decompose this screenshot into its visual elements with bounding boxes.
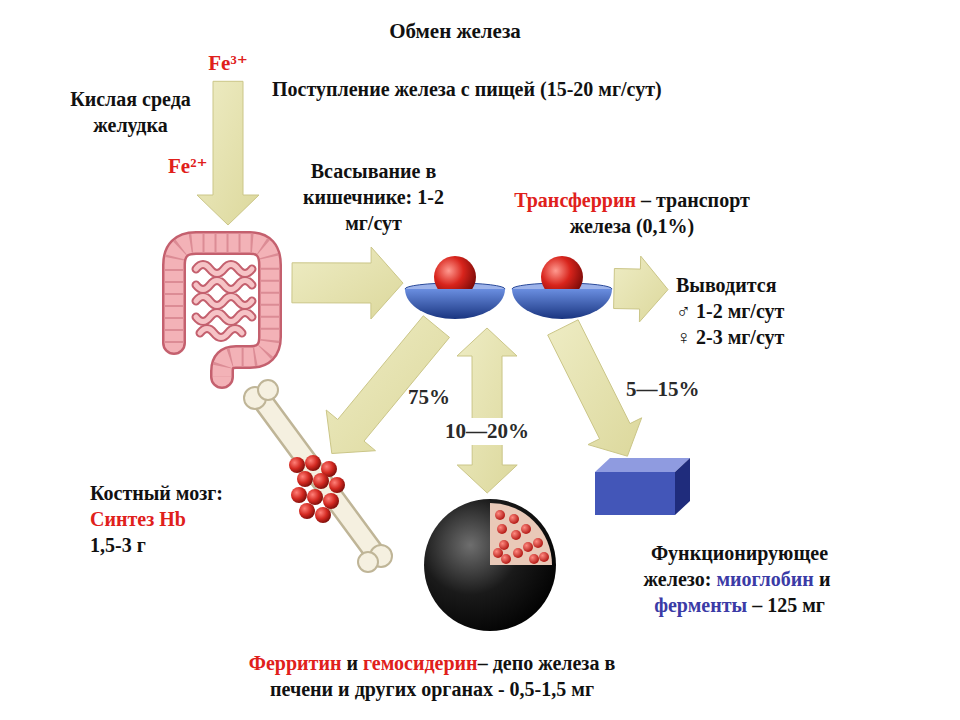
- bowl: [512, 289, 612, 319]
- ferritin-node: Ферритинигемосидерин– депо железа в пече…: [420, 495, 560, 635]
- functional-iron-node: Функционирующее железо:миоглобинифермент…: [595, 458, 690, 515]
- iron-dot: [493, 548, 503, 558]
- ferritin-shell: [424, 499, 556, 631]
- percent-label: 75%: [408, 384, 450, 411]
- bone-knob: [358, 552, 378, 572]
- ferritin-illustration: [420, 495, 560, 635]
- red-cell: [299, 503, 315, 519]
- conjunction: и: [819, 568, 831, 590]
- note-label: Поступление железа с пищей (15-20 мг/сут…: [272, 76, 662, 102]
- protein-name: гемосидерин: [363, 652, 478, 674]
- node-value: – 125 мг: [752, 594, 825, 616]
- protein-name: Ферритин: [249, 652, 342, 674]
- intestine-node: Fe²⁺: [150, 225, 290, 390]
- flow-arrow: [292, 247, 403, 319]
- box-top: [595, 458, 690, 472]
- iron-dot: [513, 548, 523, 558]
- intestine-illustration: [150, 225, 290, 390]
- red-cell: [289, 457, 305, 473]
- small-intestine: [196, 265, 252, 338]
- functional-iron-box: [595, 458, 690, 515]
- transferrin-illustration: [405, 255, 612, 322]
- iron-dot: [521, 524, 531, 534]
- iron-dot: [539, 552, 549, 562]
- colon-outline: [174, 243, 270, 377]
- red-cell: [307, 489, 323, 505]
- conjunction: и: [346, 652, 358, 674]
- red-cell: [323, 493, 339, 509]
- edge-label: Кислая среда желудка: [58, 86, 203, 138]
- red-cell: [315, 507, 331, 523]
- flow-arrow: [197, 81, 259, 225]
- protein-name: ферменты: [654, 594, 747, 616]
- red-cell: [305, 455, 321, 471]
- iron-dot: [499, 540, 509, 550]
- flow-arrow: [614, 256, 668, 322]
- ion-label: Fe³⁺: [207, 50, 249, 77]
- ion-label: Fe²⁺: [168, 153, 218, 180]
- red-cell: [297, 471, 313, 487]
- node-value: ♀ 2-3 мг/сут: [676, 324, 784, 350]
- node-text-group: Функционирующее железо:миоглобинифермент…: [622, 540, 857, 618]
- box-front: [595, 472, 675, 515]
- iron-dot: [509, 514, 519, 524]
- excretion-box: Выводится♂ 1-2 мг/сут♀ 2-3 мг/сут: [672, 270, 788, 352]
- iron-dot: [497, 524, 507, 534]
- iron-dot: [523, 542, 533, 552]
- node-value: ♂ 1-2 мг/сут: [676, 298, 784, 324]
- red-cells-illustration: [285, 455, 350, 525]
- node-text-group: Костный мозг:Синтез Hb1,5-3 г: [90, 480, 275, 558]
- node-value: 1,5-3 г: [90, 532, 275, 558]
- bowl: [405, 289, 505, 319]
- ferritin-core: [490, 503, 552, 565]
- node-heading: Костный мозг:: [90, 480, 275, 506]
- iron-dot: [529, 554, 539, 564]
- iron-dot: [511, 530, 521, 540]
- box-side: [675, 458, 690, 515]
- red-cell: [313, 473, 329, 489]
- flow-arrow: [326, 316, 449, 454]
- red-cell: [329, 477, 345, 493]
- diagram-title: Обмен железа: [0, 18, 910, 45]
- bone-knob: [258, 380, 278, 400]
- process-name: Синтез Hb: [90, 506, 275, 532]
- iron-dot: [533, 538, 543, 548]
- node-text-group: Ферритинигемосидерин– депо железа в пече…: [217, 650, 647, 702]
- bone-marrow-node: Костный мозг:Синтез Hb1,5-3 г: [285, 455, 350, 525]
- edge-label: Всасывание в кишечнике: 1-2 мг/сут: [296, 158, 451, 236]
- flow-arrow: [457, 328, 517, 493]
- red-cell: [291, 487, 307, 503]
- node-text-group: Fe²⁺: [168, 153, 218, 180]
- protein-name: миоглобин: [716, 568, 813, 590]
- small-intestine-outline: [196, 265, 252, 338]
- node-heading: Выводится: [676, 272, 784, 298]
- iron-form-box: Fe³⁺: [203, 48, 253, 79]
- colon: [174, 243, 270, 377]
- protein-name: Трансферрин: [514, 189, 636, 211]
- iron-dot: [501, 554, 511, 564]
- iron-dot: [495, 510, 505, 520]
- node-text-group: Выводится♂ 1-2 мг/сут♀ 2-3 мг/сут: [672, 270, 788, 352]
- node-text-group: Fe³⁺: [203, 48, 253, 79]
- percent-label: 10—20%: [441, 418, 533, 445]
- node-text-group: Трансферрин– транспорт железа (0,1%): [482, 187, 782, 239]
- colon-folds: [174, 243, 270, 377]
- percent-label: 5—15%: [626, 376, 700, 403]
- transferrin-node: Трансферрин– транспорт железа (0,1%): [405, 255, 612, 322]
